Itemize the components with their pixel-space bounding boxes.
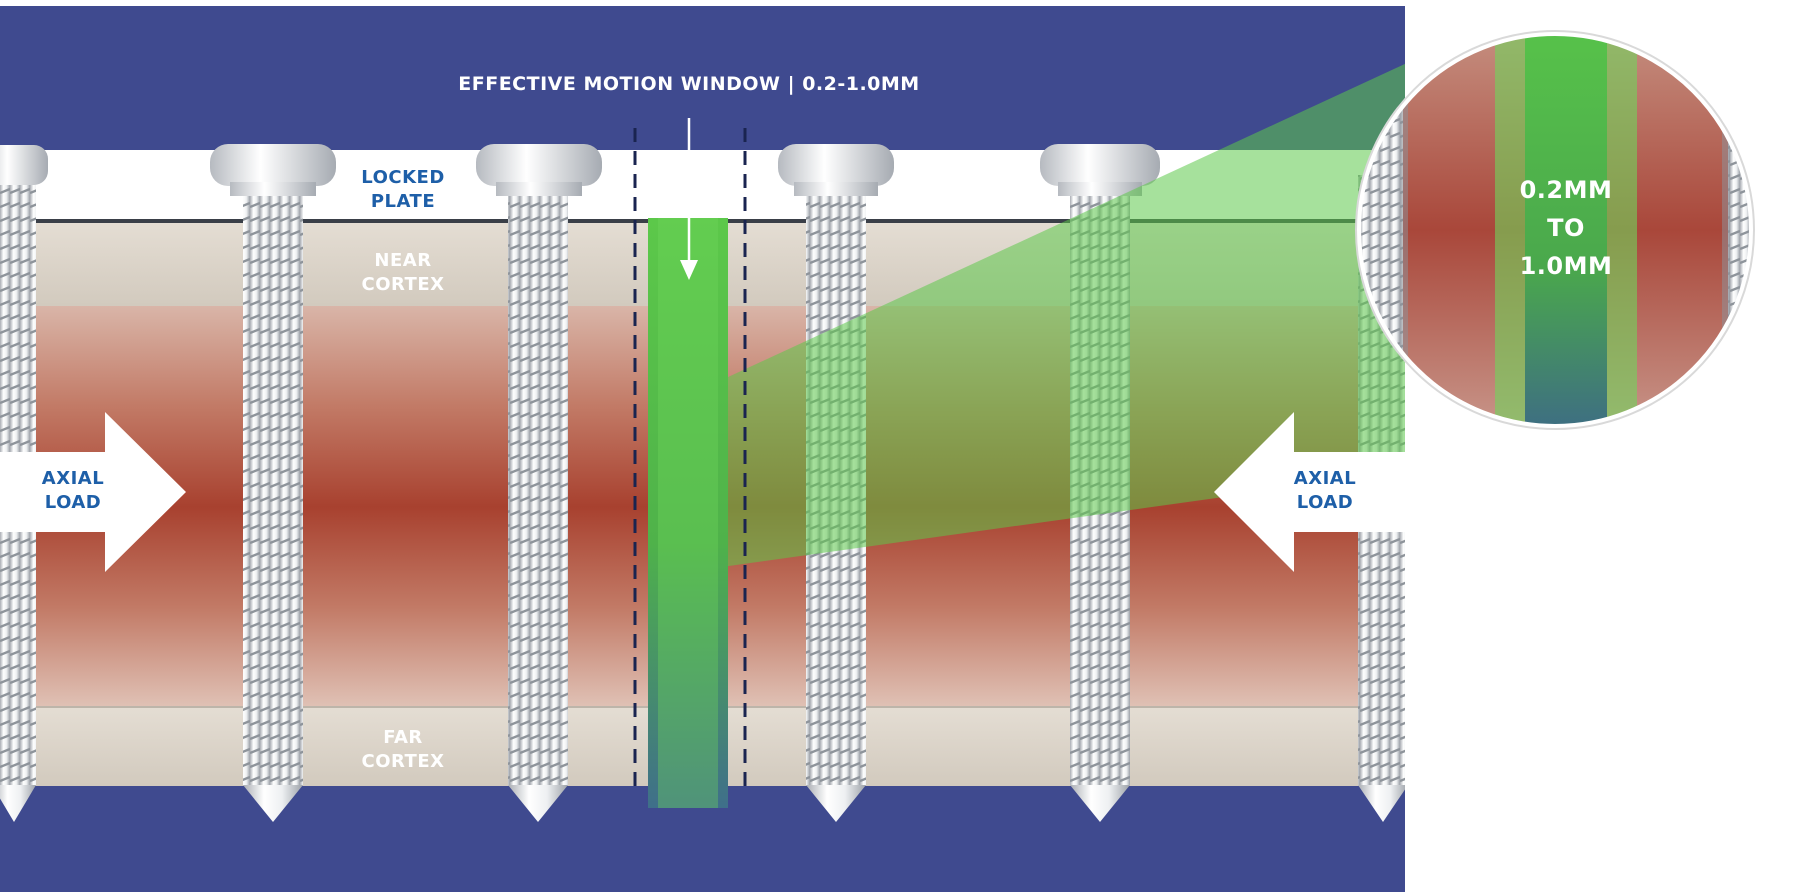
locked-plate-label-line2: PLATE [371,191,435,212]
near-cortex-label-line1: NEAR [374,250,431,271]
motion-window-label: EFFECTIVE MOTION WINDOW | 0.2-1.0MM [458,73,919,95]
far-cortex-label-line1: FAR [383,727,423,748]
near-cortex-label-line2: CORTEX [361,274,444,295]
magnification-beam [700,63,1405,570]
screw-2 [210,144,336,822]
axial-load-left-line2: LOAD [45,492,102,513]
screw-3 [476,144,602,822]
axial-load-left-line1: AXIAL [42,468,104,489]
locked-plate-label-line1: LOCKED [361,167,445,188]
magnified-view: 0.2MM TO 1.0MM [1355,30,1755,430]
motion-window-pointer-arrow [680,118,698,280]
axial-load-arrow-right [1214,412,1405,572]
axial-load-right-line1: AXIAL [1294,468,1356,489]
motion-window-bar [648,218,728,808]
zoom-label-line1: 0.2MM [1520,176,1613,204]
zoom-label-line2: TO [1547,214,1585,242]
far-cortex-label-line2: CORTEX [361,751,444,772]
axial-load-arrow-left [0,412,186,572]
axial-load-right-line2: LOAD [1297,492,1354,513]
zoom-label-line3: 1.0MM [1520,252,1613,280]
